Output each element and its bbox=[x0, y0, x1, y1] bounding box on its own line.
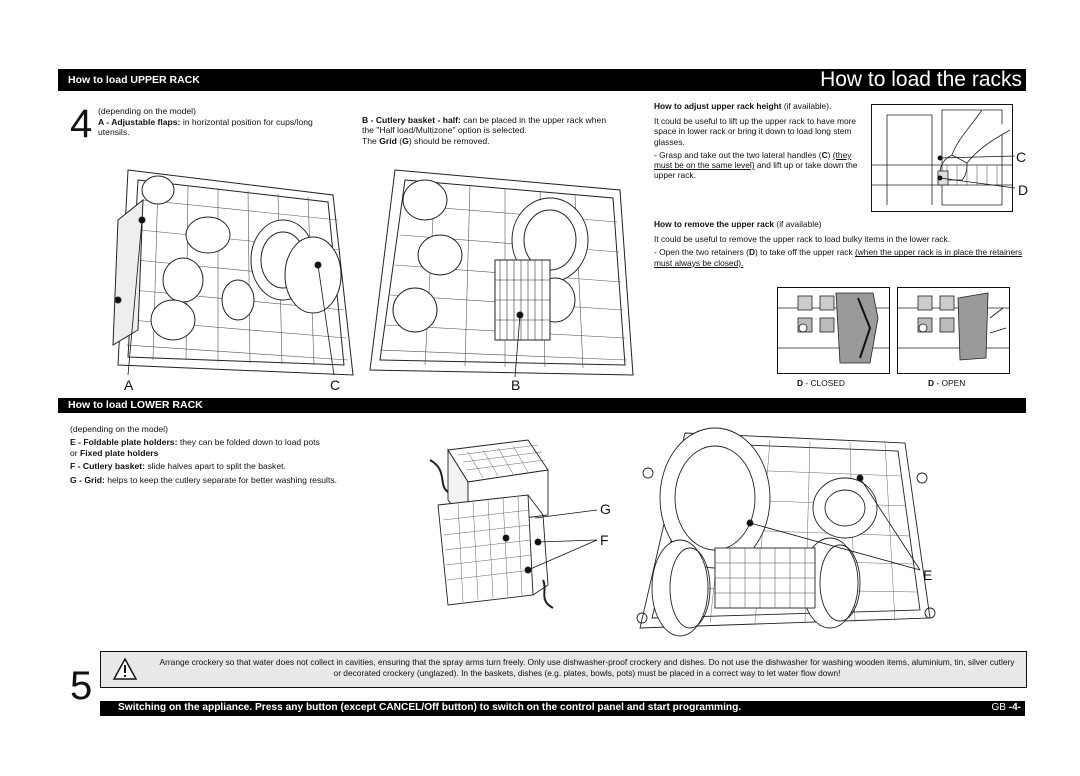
step4-depending: (depending on the model) bbox=[98, 106, 196, 116]
label-g: G bbox=[600, 501, 611, 517]
warning-box: Arrange crockery so that water does not … bbox=[100, 651, 1027, 688]
adjust-p1: It could be useful to lift up the upper … bbox=[654, 116, 857, 147]
label-a: A bbox=[124, 377, 134, 393]
switching-text: Switching on the appliance. Press any bu… bbox=[118, 702, 742, 713]
b-text: can be placed in the upper rack when the… bbox=[362, 115, 607, 136]
label-f: F bbox=[600, 532, 609, 548]
closed-caption: D - CLOSED bbox=[797, 378, 845, 388]
remove-section: How to remove the upper rack (if availab… bbox=[654, 219, 1024, 268]
page-number: GB -4- bbox=[991, 702, 1021, 713]
label-e: E bbox=[923, 567, 933, 583]
switching-bar: Switching on the appliance. Press any bu… bbox=[100, 701, 1025, 716]
b-label: B - Cutlery basket - half: bbox=[362, 115, 461, 125]
step-4-number: 4 bbox=[70, 102, 93, 146]
remove-p2: - Open the two retainers (D) to take off… bbox=[654, 247, 1023, 268]
page-title: How to load the racks bbox=[820, 68, 1022, 91]
remove-p1: It could be useful to remove the upper r… bbox=[654, 234, 951, 245]
adjust-label-d: D bbox=[1018, 182, 1029, 198]
retainer-open-illustration bbox=[897, 287, 1010, 374]
label-c: C bbox=[330, 377, 341, 393]
upper-rack-illustration-left bbox=[112, 169, 354, 376]
retainer-closed-illustration bbox=[777, 287, 890, 374]
step4-b-description: B - Cutlery basket - half: can be placed… bbox=[362, 115, 607, 146]
basket-pointer-lines bbox=[527, 509, 598, 571]
lower-rack-header-bar: How to load LOWER RACK bbox=[58, 398, 1026, 413]
adjust-pointer-lines bbox=[937, 155, 1016, 189]
cutlery-basket-illustration bbox=[429, 439, 554, 609]
upper-rack-title: How to load UPPER RACK bbox=[68, 74, 200, 86]
lower-rack-illustration bbox=[636, 427, 936, 637]
label-b: B bbox=[511, 377, 521, 393]
adjust-label-c: C bbox=[1016, 149, 1027, 165]
a-label: A - Adjustable flaps: bbox=[98, 117, 181, 127]
upper-rack-illustration-right bbox=[369, 169, 634, 378]
remove-title: How to remove the upper rack (if availab… bbox=[654, 219, 822, 229]
adjust-section: How to adjust upper rack height (if avai… bbox=[654, 101, 869, 180]
upper-rack-header-bar: How to load UPPER RACK How to load the r… bbox=[58, 68, 1026, 91]
lower-rack-title: How to load LOWER RACK bbox=[68, 399, 203, 411]
open-caption: D - OPEN bbox=[928, 378, 966, 388]
step4-a-description: A - Adjustable flaps: in horizontal posi… bbox=[98, 117, 328, 138]
step-5-number: 5 bbox=[70, 664, 93, 708]
adjust-p2: - Grasp and take out the two lateral han… bbox=[654, 149, 858, 181]
warning-text: Arrange crockery so that water does not … bbox=[159, 657, 1015, 678]
a-text: in horizontal position for cups/long ute… bbox=[98, 117, 313, 138]
adjust-title: How to adjust upper rack height (if avai… bbox=[654, 101, 832, 111]
warning-triangle-icon bbox=[112, 657, 138, 680]
lower-text: (depending on the model) E - Foldable pl… bbox=[70, 424, 338, 485]
